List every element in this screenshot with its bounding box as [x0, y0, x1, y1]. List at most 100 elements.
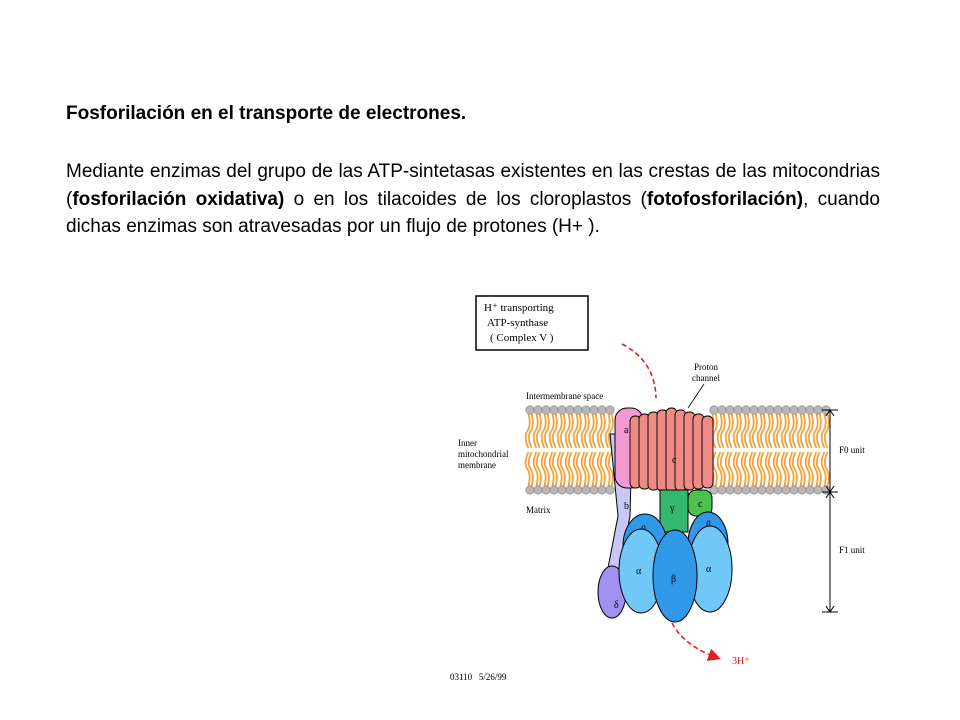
- lipid-head: [589, 405, 599, 415]
- c-ring-cylinder: [701, 415, 714, 489]
- lipid-tail: [551, 451, 558, 487]
- lipid-tail: [775, 451, 782, 487]
- subunit-b-label: b: [624, 501, 629, 512]
- subunit-delta-label: δ: [614, 600, 619, 611]
- subunit-a-label: a: [624, 425, 629, 436]
- lipid-tail: [535, 451, 542, 487]
- lipid-tail: [524, 413, 531, 449]
- lipid-head: [565, 485, 575, 495]
- lipid-tail: [724, 451, 731, 487]
- lipid-head: [557, 405, 567, 415]
- lipid-head: [749, 405, 759, 415]
- lipid-head: [749, 485, 759, 495]
- lipid-tail: [716, 451, 723, 487]
- lipid-head: [525, 485, 535, 495]
- lipid-tail: [759, 413, 766, 449]
- lipid-tail: [740, 413, 747, 449]
- lipid-tail: [575, 451, 582, 487]
- lipid-tail: [711, 451, 718, 487]
- lipid-tail: [527, 413, 534, 449]
- inner-membrane-label-3: membrane: [458, 460, 496, 470]
- lipid-tail: [775, 413, 782, 449]
- lipid-head: [813, 405, 823, 415]
- subunit-beta-right-label: β: [706, 520, 711, 531]
- proton-arrow-in: [621, 343, 657, 399]
- lipid-tail: [815, 413, 822, 449]
- lipid-tail: [567, 451, 574, 487]
- lipid-tail: [548, 413, 555, 449]
- lipid-tail: [580, 413, 587, 449]
- lipid-tail: [540, 451, 547, 487]
- lipid-tail: [724, 413, 731, 449]
- lipid-head: [533, 405, 543, 415]
- lipid-tail: [583, 451, 590, 487]
- lipid-tail: [796, 451, 803, 487]
- lipid-head: [573, 405, 583, 415]
- lipid-tail: [543, 413, 550, 449]
- proton-channel-label-2: channel: [692, 373, 720, 383]
- lipid-tail: [727, 413, 734, 449]
- box-line-1: H⁺ transporting: [484, 302, 554, 314]
- inner-membrane-label-2: mitochondrial: [458, 449, 509, 459]
- lipid-tail: [748, 451, 755, 487]
- lipid-tail: [751, 413, 758, 449]
- paragraph-text-3: , cuando dichas enzimas son atravesadas …: [66, 188, 880, 238]
- subunit-alpha-left-label: α: [636, 566, 642, 577]
- lipid-tail: [735, 413, 742, 449]
- product-label: 3H⁺: [732, 656, 750, 667]
- paragraph-bold-fotofosforilacion: fotofosforilación): [646, 188, 804, 210]
- lipid-tail: [743, 451, 750, 487]
- lipid-tail: [532, 451, 539, 487]
- lipid-tail: [772, 451, 779, 487]
- lipid-tail: [815, 451, 822, 487]
- f1-unit-label: F1 unit: [839, 545, 865, 555]
- lipid-tail: [735, 451, 742, 487]
- lipid-tail: [823, 413, 830, 449]
- matrix-label: Matrix: [526, 505, 551, 515]
- lipid-tail: [591, 451, 598, 487]
- lipid-tail: [751, 451, 758, 487]
- lipid-tail: [607, 413, 614, 449]
- lipid-head: [533, 485, 543, 495]
- lipid-head: [813, 485, 823, 495]
- lipid-head: [717, 405, 727, 415]
- lipid-head: [597, 405, 607, 415]
- lipid-head: [605, 485, 615, 495]
- f1-arrowheads: [825, 491, 835, 613]
- lipid-tail: [583, 413, 590, 449]
- lipid-head: [773, 485, 783, 495]
- lipid-tail: [564, 451, 571, 487]
- lipid-tail: [599, 451, 606, 487]
- lipid-head: [605, 405, 615, 415]
- lipid-tail: [812, 451, 819, 487]
- lipid-head: [733, 485, 743, 495]
- box-line-3: ( Complex V ): [490, 332, 554, 344]
- lipid-head: [773, 405, 783, 415]
- lipid-head: [573, 485, 583, 495]
- lipid-head: [725, 405, 735, 415]
- lipid-head: [797, 485, 807, 495]
- subunit-gamma-label: γ: [669, 503, 675, 514]
- lipid-head: [765, 405, 775, 415]
- lipid-head: [525, 405, 535, 415]
- lipid-tail: [788, 413, 795, 449]
- lipid-tail: [719, 451, 726, 487]
- lipid-tail: [772, 413, 779, 449]
- lipid-tail: [596, 451, 603, 487]
- lipid-tail: [799, 451, 806, 487]
- proton-channel-pointer: [687, 383, 705, 409]
- lipid-tail: [807, 413, 814, 449]
- lipid-tail: [796, 413, 803, 449]
- lipid-tail: [740, 451, 747, 487]
- paragraph-bold-oxidativa: fosforilación oxidativa): [72, 188, 285, 210]
- diagram-label-box: [475, 295, 589, 351]
- lipid-head: [789, 405, 799, 415]
- lipid-tail: [727, 451, 734, 487]
- lipid-tail: [527, 451, 534, 487]
- lipid-head: [765, 485, 775, 495]
- lipid-head: [557, 485, 567, 495]
- lipid-tail: [767, 451, 774, 487]
- lipid-head: [757, 405, 767, 415]
- lipid-tail: [804, 413, 811, 449]
- lipid-head: [781, 405, 791, 415]
